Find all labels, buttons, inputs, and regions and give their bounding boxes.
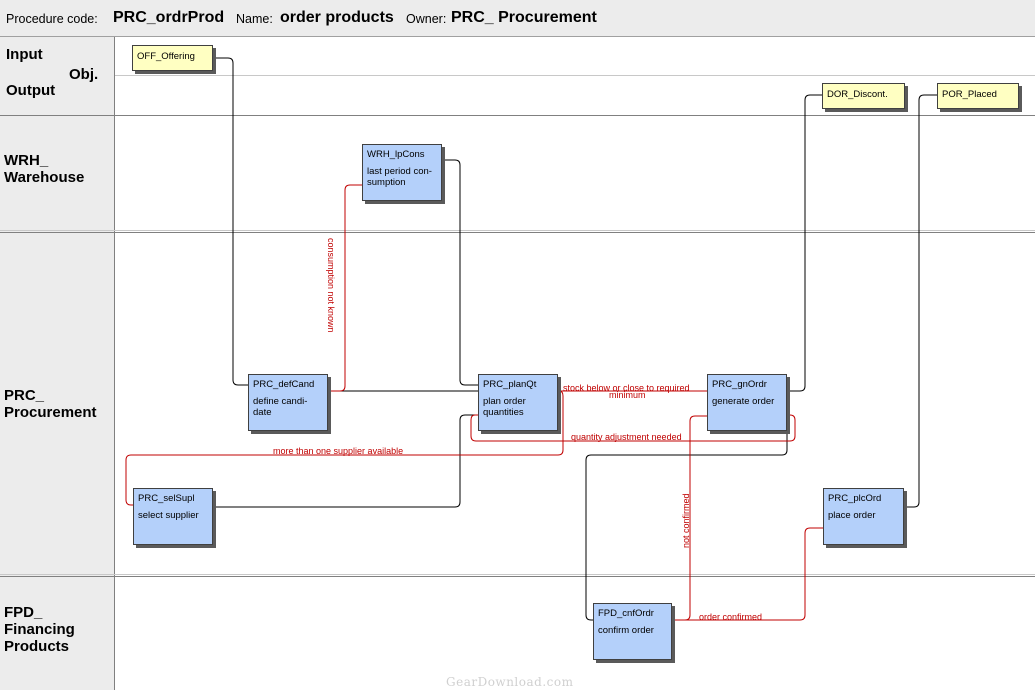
procedure-code-label: Procedure code: <box>6 12 98 26</box>
procedure-name-label: Name: <box>236 12 273 26</box>
lane-divider-warehouse <box>0 115 1035 116</box>
lane-label-obj: Obj. <box>69 66 99 83</box>
node-code: PRC_defCand <box>253 379 315 390</box>
io-divider <box>115 75 1035 76</box>
condition-stock-below-2: minimum <box>609 390 646 400</box>
condition-connectors <box>125 184 823 621</box>
procedure-owner-value: PRC_ Procurement <box>451 9 597 26</box>
lane-divider-procurement-b <box>0 232 1035 233</box>
procedure-name-value: order products <box>280 9 394 26</box>
lane-label-output: Output <box>6 82 56 99</box>
lane-label-warehouse[interactable]: WRH_ Warehouse <box>4 152 85 186</box>
connector-gnordr-discont <box>787 94 822 392</box>
node-prc-selsupl[interactable]: PRC_selSupl select supplier <box>133 488 213 545</box>
lane-label-input: Input <box>6 46 43 63</box>
node-description: define candi- date <box>253 396 308 418</box>
node-description: select supplier <box>138 510 199 521</box>
condition-order-confirmed-line <box>672 527 823 621</box>
lane-label-financing[interactable]: FPD_ Financing Products <box>4 604 75 655</box>
condition-consumption-not-known-line <box>328 184 362 392</box>
condition-not-confirmed: not confirmed <box>681 493 691 548</box>
connector-offering-defcand <box>213 57 248 386</box>
condition-quantity-adjustment: quantity adjustment needed <box>571 432 682 442</box>
condition-order-confirmed: order confirmed <box>699 612 763 622</box>
procedure-owner-label: Owner: <box>406 12 447 26</box>
condition-stock-below-1: stock below or close to required <box>563 383 690 393</box>
connector-lpcons-planqt <box>442 159 478 386</box>
lane-divider-financing-a <box>0 574 1035 575</box>
node-code: PRC_gnOrdr <box>712 379 767 390</box>
node-wrh-lpcons[interactable]: WRH_lpCons last period con- sumption <box>362 144 442 201</box>
lane-label-procurement[interactable]: PRC_ Procurement <box>4 387 97 421</box>
node-description: generate order <box>712 396 775 407</box>
node-code: WRH_lpCons <box>367 149 425 160</box>
connector-plcord-placed <box>904 94 937 508</box>
node-prc-defcand[interactable]: PRC_defCand define candi- date <box>248 374 328 431</box>
node-code: PRC_selSupl <box>138 493 195 504</box>
node-code: FPD_cnfOrdr <box>598 608 654 619</box>
node-fpd-cnfordr[interactable]: FPD_cnfOrdr confirm order <box>593 603 672 660</box>
connector-gnordr-cnfordr <box>585 430 788 621</box>
watermark: GearDownload.com <box>446 675 574 689</box>
node-description: last period con- sumption <box>367 166 432 188</box>
condition-more-than-one-supplier: more than one supplier available <box>273 446 404 456</box>
condition-quantity-adjustment-line <box>470 414 796 442</box>
node-prc-gnordr[interactable]: PRC_gnOrdr generate order <box>707 374 787 431</box>
node-code: PRC_plcOrd <box>828 493 882 504</box>
flow-connectors <box>213 57 937 621</box>
condition-more-suppliers-line <box>125 390 564 506</box>
lane-divider-procurement-a <box>0 230 1035 231</box>
node-code: PRC_planQt <box>483 379 537 390</box>
connector-selsupl-planqt <box>213 414 478 508</box>
object-placed[interactable]: POR_Placed <box>937 83 1019 109</box>
node-description: place order <box>828 510 876 521</box>
object-offering[interactable]: OFF_Offering <box>132 45 213 71</box>
node-prc-planqt[interactable]: PRC_planQt plan order quantities <box>478 374 558 431</box>
lane-divider-financing-b <box>0 576 1035 577</box>
condition-consumption-not-known: consumption not known <box>326 238 336 333</box>
node-prc-plcord[interactable]: PRC_plcOrd place order <box>823 488 904 545</box>
node-description: confirm order <box>598 625 654 636</box>
object-discontinued[interactable]: DOR_Discont. <box>822 83 905 109</box>
procedure-header: Procedure code: PRC_ordrProd Name: order… <box>0 0 1035 37</box>
lane-label-column <box>0 37 115 690</box>
procedure-code-value: PRC_ordrProd <box>113 9 225 26</box>
node-description: plan order quantities <box>483 396 526 418</box>
